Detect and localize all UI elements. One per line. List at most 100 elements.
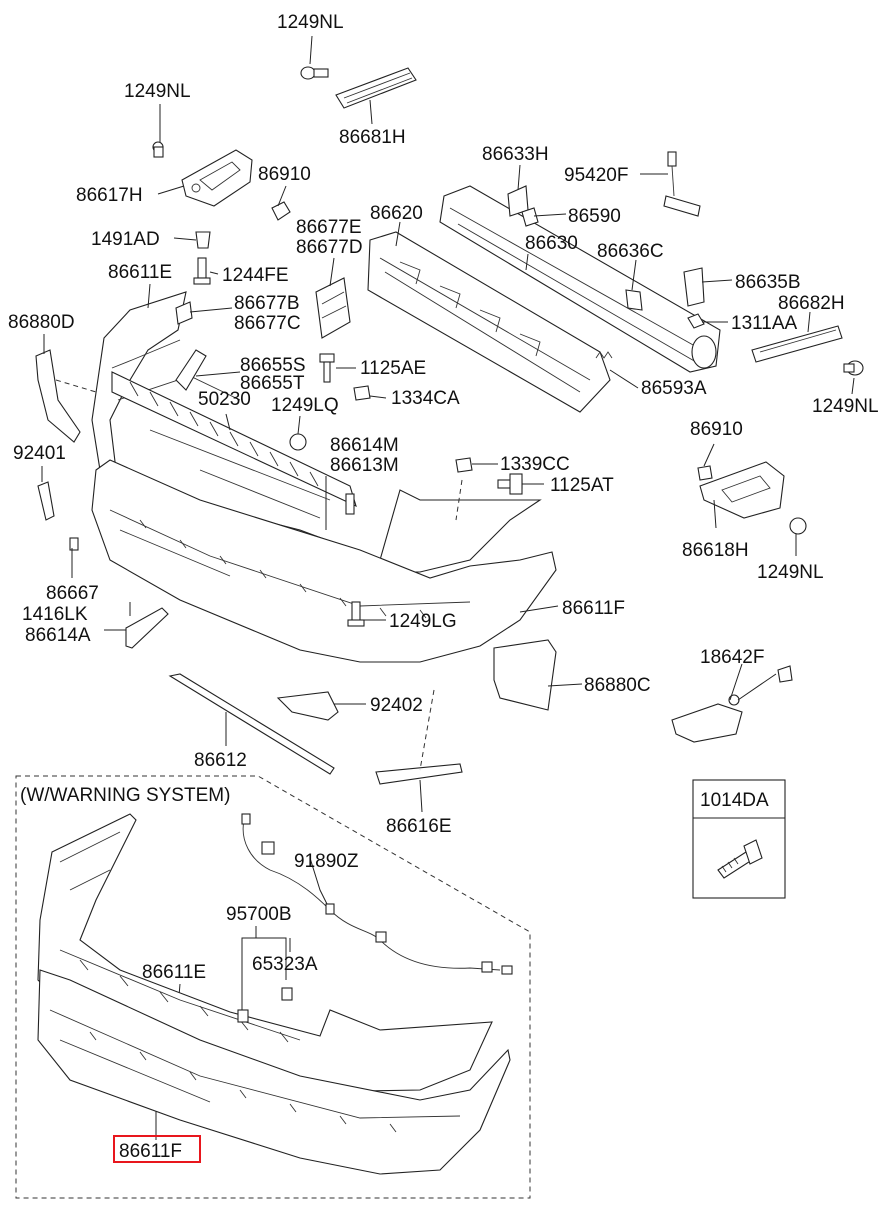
- bracket-86635b: [683, 267, 705, 307]
- centerline: [455, 479, 463, 521]
- bracket-86677e: [315, 277, 351, 339]
- wiring-harness-91890z: [241, 813, 513, 975]
- callout-1249nl-top: 1249NL: [277, 12, 344, 33]
- callout-86590: 86590: [568, 206, 621, 227]
- clip-1249nl-left: [152, 141, 164, 158]
- bolt-1125ae: [319, 353, 335, 383]
- callout-86880c: 86880C: [584, 675, 651, 696]
- inset-border: [15, 775, 531, 1199]
- callout-95420f: 95420F: [564, 165, 628, 186]
- callout-86611f-highlight: 86611F: [119, 1141, 182, 1162]
- beam-86630: [439, 185, 721, 373]
- absorber-86620: [367, 231, 611, 413]
- clip-1249nl-top: [300, 66, 329, 80]
- bolt-icon: [717, 839, 763, 879]
- callout-86910-top: 86910: [258, 164, 311, 185]
- callout-86633h: 86633H: [482, 144, 549, 165]
- callout-86630: 86630: [525, 233, 578, 254]
- callout-92402: 92402: [370, 695, 423, 716]
- callout-1339cc: 1339CC: [500, 454, 570, 475]
- callout-1249nl-lower: 1249NL: [757, 562, 824, 583]
- callout-1125at: 1125AT: [550, 475, 614, 496]
- bracket-86880d: [35, 349, 81, 443]
- callout-1249lg: 1249LG: [389, 611, 457, 632]
- callout-1311aa: 1311AA: [731, 313, 798, 334]
- callout-1491ad: 1491AD: [91, 229, 160, 250]
- nut-1311aa: [687, 313, 705, 329]
- clip-1249nl-lower: [789, 517, 807, 535]
- callout-86677e: 86677E: [296, 217, 362, 238]
- clip-86910-top: [271, 201, 291, 221]
- molding-86616e: [375, 763, 463, 785]
- leader-lines: [41, 35, 855, 1140]
- callout-1334ca: 1334CA: [391, 388, 460, 409]
- callout-86677c: 86677C: [234, 313, 301, 334]
- retainer-86681h: [335, 67, 417, 109]
- callout-91890z: 91890Z: [294, 851, 359, 872]
- retainer-86682h: [751, 325, 843, 363]
- sensor-95700b: [237, 987, 293, 1023]
- callout-1014da: 1014DA: [700, 790, 769, 811]
- callout-86611e-top: 86611E: [108, 262, 172, 283]
- clip-1491ad: [195, 231, 211, 249]
- callout-labels: 1249NL 86681H 1249NL 86617H 86910 86633H…: [8, 12, 879, 983]
- callout-86616e: 86616E: [386, 816, 452, 837]
- callout-18642f: 18642F: [700, 647, 764, 668]
- bracket-86667: [69, 537, 79, 551]
- bolt-1125at: [497, 473, 523, 495]
- inset-title: (W/WARNING SYSTEM): [20, 785, 230, 806]
- screw-1244fe: [193, 257, 211, 285]
- molding-86612: [168, 673, 335, 775]
- bracket-86614a: [125, 607, 169, 649]
- bracket-86636c: [625, 289, 643, 311]
- bumper-lower-86611f: [91, 459, 557, 663]
- clip-1249nl-right: [843, 360, 864, 376]
- callout-86635b: 86635B: [735, 272, 801, 293]
- callout-65323a: 65323A: [252, 954, 318, 975]
- lamp-18642f: [671, 665, 793, 743]
- callout-1249lq: 1249LQ: [271, 395, 339, 416]
- callout-1244fe: 1244FE: [222, 265, 289, 286]
- callout-86618h: 86618H: [682, 540, 749, 561]
- callout-86620: 86620: [370, 203, 423, 224]
- callout-86667: 86667: [46, 583, 99, 604]
- bumper-cover-86611e: [91, 291, 542, 573]
- callout-86614m: 86614M: [330, 435, 399, 456]
- callout-1416lk: 1416LK: [22, 604, 88, 625]
- bracket-86614m: [345, 493, 355, 515]
- callout-86613m: 86613M: [330, 455, 399, 476]
- clip-86910-right: [697, 465, 713, 481]
- callout-86593a: 86593A: [641, 378, 707, 399]
- callout-86617h: 86617H: [76, 185, 143, 206]
- bracket-86618h: [699, 461, 785, 519]
- callout-86611f-top: 86611F: [562, 598, 625, 619]
- sensor-95420f: [663, 151, 701, 217]
- callout-86682h: 86682H: [778, 293, 845, 314]
- clip-1249lq: [289, 433, 307, 451]
- reflector-92402: [276, 691, 339, 721]
- highlighted-part-86611f[interactable]: 86611F: [113, 1135, 201, 1163]
- spring-86593a: [595, 351, 613, 359]
- callout-1125ae: 1125AE: [360, 358, 426, 379]
- centerline: [419, 689, 435, 771]
- callout-50230: 50230: [198, 389, 251, 410]
- callout-92401: 92401: [13, 443, 66, 464]
- bracket-86880c: [493, 639, 557, 711]
- callout-86681h: 86681H: [339, 127, 406, 148]
- nut-1339cc: [455, 457, 473, 473]
- callout-86636c: 86636C: [597, 241, 664, 262]
- clip-1249lg: [347, 601, 365, 627]
- box-1014da: [692, 779, 786, 899]
- callout-86910-right: 86910: [690, 419, 743, 440]
- nut-86590: [521, 207, 539, 227]
- bracket-86677b: [175, 301, 193, 325]
- callout-1249nl-right: 1249NL: [812, 396, 879, 417]
- callout-86880d: 86880D: [8, 312, 75, 333]
- callout-86677b: 86677B: [234, 293, 300, 314]
- callout-1249nl-left: 1249NL: [124, 81, 191, 102]
- inset-bumper-86611f: [37, 969, 511, 1175]
- callout-86677d: 86677D: [296, 237, 363, 258]
- bracket-86617h: [181, 149, 253, 207]
- callout-86655t: 86655T: [240, 373, 305, 394]
